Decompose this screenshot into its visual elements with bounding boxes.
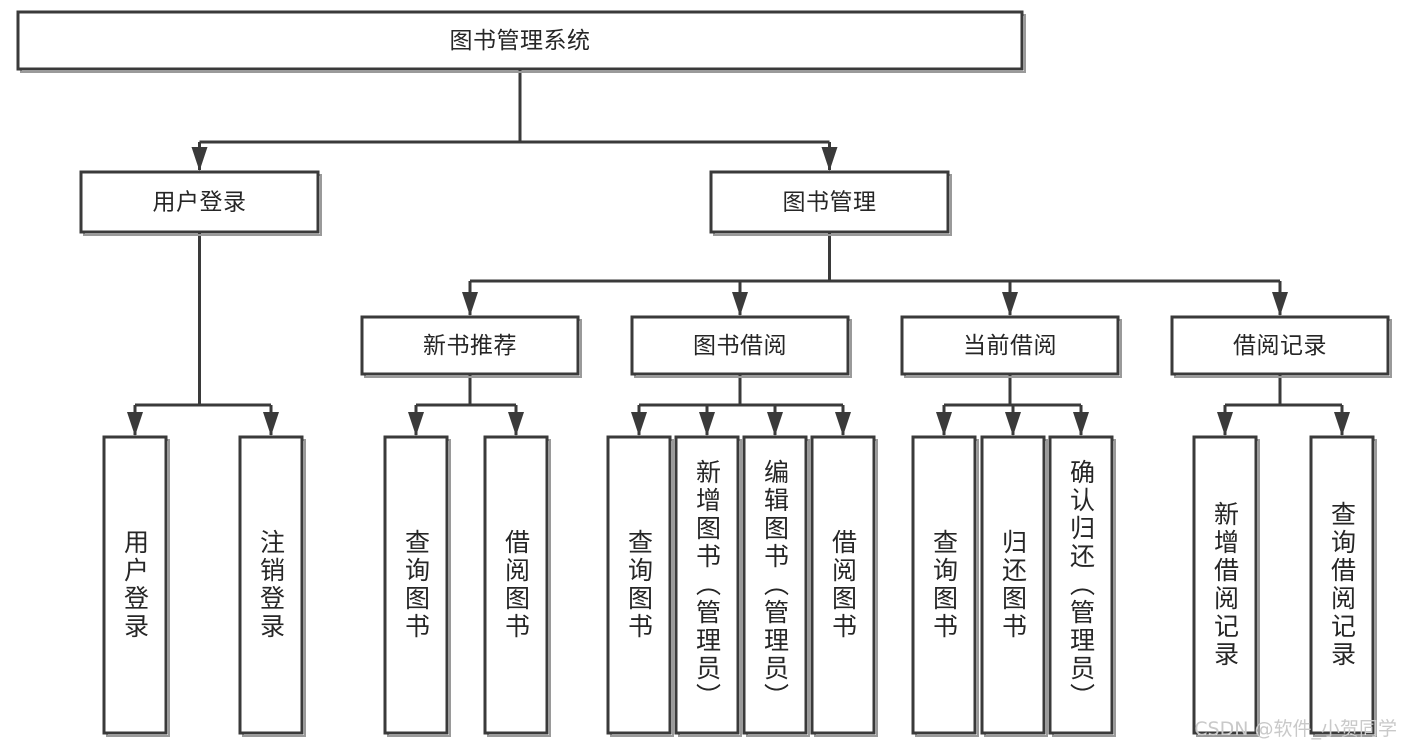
box-leaf-add-book[interactable] xyxy=(674,435,740,735)
arrowhead-icon-leaf-add-book xyxy=(699,412,715,436)
arrowhead-icon-leaf-query-record xyxy=(1334,412,1350,436)
arrowhead-icon-root-0 xyxy=(191,147,208,171)
box-leaf-query-book-1[interactable] xyxy=(383,435,449,735)
box-leaf-query-record[interactable] xyxy=(1309,435,1375,735)
arrowhead-icon-leaf-query-book-1 xyxy=(408,412,424,436)
box-leaf-add-record[interactable] xyxy=(1192,435,1258,735)
arrowhead-icon-management-0 xyxy=(462,292,478,316)
box-leaf-user-logout[interactable] xyxy=(238,435,304,735)
arrowhead-icon-leaf-edit-book xyxy=(767,412,783,436)
box-new-book-recommend-label: 新书推荐 xyxy=(423,333,517,359)
box-user-login-label: 用户登录 xyxy=(153,190,247,216)
arrowhead-icon-leaf-borrow-book-1 xyxy=(508,412,524,436)
box-book-borrow[interactable] xyxy=(630,315,850,376)
box-borrow-record[interactable] xyxy=(1170,315,1390,376)
box-leaf-return-book[interactable] xyxy=(980,435,1046,735)
arrowhead-icon-management-2 xyxy=(1002,292,1018,316)
box-leaf-query-book-2[interactable] xyxy=(606,435,672,735)
box-current-borrow-label: 当前借阅 xyxy=(963,333,1057,359)
box-new-book-recommend[interactable] xyxy=(360,315,580,376)
watermark-text: CSDN @软件_小贺同学 xyxy=(1194,718,1397,740)
box-borrow-record-label: 借阅记录 xyxy=(1233,333,1327,359)
arrowhead-icon-leaf-user-logout xyxy=(263,412,279,436)
box-user-login[interactable] xyxy=(79,170,320,234)
arrowhead-icon-leaf-add-record xyxy=(1217,412,1233,436)
arrowhead-icon-management-1 xyxy=(732,292,748,316)
arrowhead-icon-leaf-return-book xyxy=(1005,412,1021,436)
box-leaf-edit-book[interactable] xyxy=(742,435,808,735)
box-root[interactable] xyxy=(16,10,1024,71)
box-book-borrow-label: 图书借阅 xyxy=(693,333,787,359)
arrowhead-icon-leaf-confirm-return xyxy=(1073,412,1089,436)
box-book-management[interactable] xyxy=(709,170,950,234)
box-leaf-user-login[interactable] xyxy=(102,435,168,735)
box-leaf-borrow-book-1[interactable] xyxy=(483,435,549,735)
box-leaf-confirm-return[interactable] xyxy=(1048,435,1114,735)
arrowhead-icon-management-3 xyxy=(1272,292,1288,316)
box-root-label: 图书管理系统 xyxy=(450,28,591,54)
arrowhead-icon-leaf-borrow-book-2 xyxy=(835,412,851,436)
box-leaf-query-book-3[interactable] xyxy=(911,435,977,735)
box-book-management-label: 图书管理 xyxy=(783,190,877,216)
arrowhead-icon-leaf-query-book-2 xyxy=(631,412,647,436)
arrowhead-icon-leaf-user-login xyxy=(127,412,143,436)
box-leaf-borrow-book-2[interactable] xyxy=(810,435,876,735)
arrowhead-icon-root-1 xyxy=(821,147,838,171)
connector-layer xyxy=(127,69,1350,436)
box-current-borrow[interactable] xyxy=(900,315,1120,376)
arrowhead-icon-leaf-query-book-3 xyxy=(936,412,952,436)
